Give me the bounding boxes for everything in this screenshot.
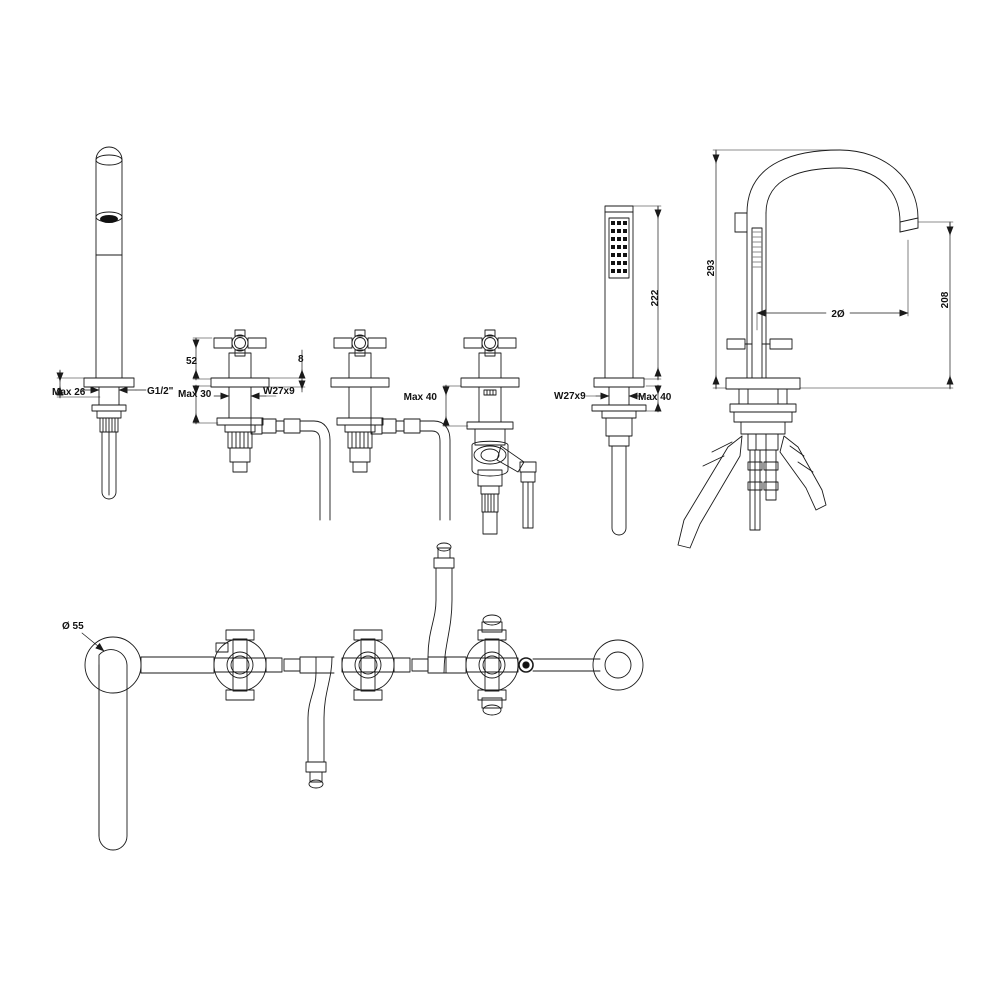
dim-thermo-max40	[442, 384, 469, 428]
dim-valve-offset8	[268, 349, 306, 393]
view-handshower	[591, 205, 647, 536]
dim-valve-52	[192, 337, 213, 381]
label-valve-max30: Max 30	[178, 389, 212, 400]
dim-handshower-max40	[645, 384, 662, 413]
label-spout-thread: G1/2"	[147, 386, 174, 397]
label-valve-thread: W27x9	[263, 386, 295, 397]
label-handshower-length-222: 222	[650, 289, 661, 306]
label-thermo-max40: Max 40	[404, 392, 438, 403]
view-valve-middle	[330, 329, 451, 521]
label-handshower-max40: Max 40	[638, 392, 672, 403]
view-spout-elevation	[83, 146, 135, 500]
label-handshower-thread: W27x9	[554, 391, 586, 402]
dim-handshower-222	[632, 205, 662, 381]
view-valve-left	[210, 329, 331, 521]
label-spout-reach-208: 208	[940, 291, 951, 308]
view-thermostatic-valve	[460, 329, 537, 535]
view-assembled-elevation	[677, 149, 919, 549]
label-total-height-293: 293	[706, 259, 717, 276]
label-escutcheon-dia: Ø 55	[62, 621, 84, 632]
dim-spout-max26	[56, 369, 135, 399]
dim-total-height-293	[712, 149, 841, 390]
dim-valve-max30	[192, 384, 219, 425]
label-spout-max26: Max 26	[52, 387, 86, 398]
view-plan-manifold	[84, 542, 644, 851]
dim-spout-outlet-offset	[756, 239, 909, 331]
dim-spout-reach-208	[799, 221, 954, 390]
label-valve-height-52: 52	[186, 356, 198, 367]
dim-escutcheon-dia	[81, 632, 105, 652]
label-spout-outlet-offset: 2Ø	[831, 309, 845, 320]
label-valve-offset-8: 8	[298, 354, 304, 365]
